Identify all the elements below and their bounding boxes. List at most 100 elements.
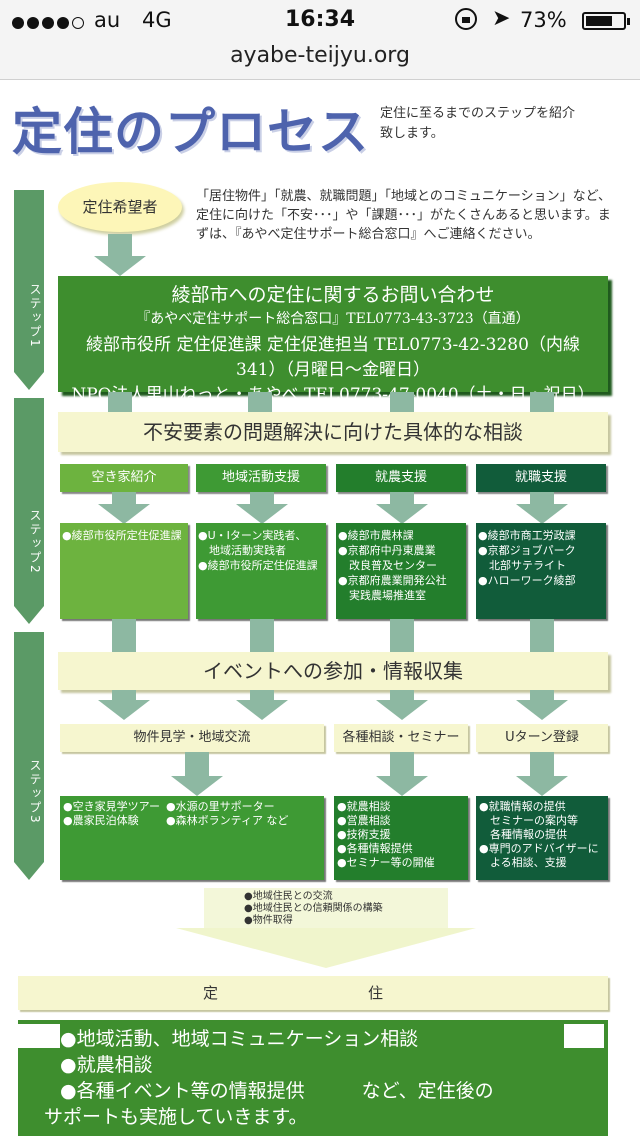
contact-box: 綾部市への定住に関するお問い合わせ 『あやべ定住サポート総合窓口』TEL0773… (58, 276, 608, 405)
event-banner: イベントへの参加・情報収集 (58, 652, 608, 690)
arrow-down (376, 492, 428, 524)
detail-line: ●農家民泊体験 (63, 814, 139, 827)
connector (390, 619, 414, 652)
connector (250, 619, 274, 652)
carrier-name: au (94, 8, 121, 32)
address-bar[interactable]: ayabe-teijyu.org (0, 40, 640, 80)
after-support-box: ●地域活動、地域コミュニケーション相談 ●就農相談 ●各種イベント等の情報提供 … (18, 1020, 608, 1136)
applicant-bubble: 定住希望者 (58, 182, 182, 232)
after-line: サポートも実施していきます。 (44, 1106, 308, 1128)
detail-line: ●ハローワーク綾部 (478, 574, 576, 587)
battery-fill (586, 16, 612, 26)
intro-text: 「居住物件」「就農、就職問題」「地域とのコミュニケーション」など、定住に向けた「… (196, 189, 611, 242)
detail-property-tour: ●空き家見学ツアー ●農家民泊体験 ●水源の里サポーター ●森林ボランティア な… (60, 796, 324, 880)
detail-line: ●セミナー等の開催 (337, 856, 435, 869)
detail-seminar: ●就農相談 ●営農相談 ●技術支援 ●各種情報提供 ●セミナー等の開催 (334, 796, 468, 880)
battery-icon (582, 12, 630, 30)
consultation-banner: 不安要素の問題解決に向けた具体的な相談 (58, 412, 608, 452)
detail-line: ●就農相談 (337, 800, 391, 813)
connector (112, 619, 136, 652)
detail-community: ●U・Iターン実践者、 地域活動実践者 ●綾部市役所定住促進課 (196, 523, 326, 619)
detail-line: 実践農場推進室 (338, 589, 426, 602)
signal-strength-icon (12, 10, 87, 34)
detail-line: ●綾部市役所定住促進課 (62, 529, 182, 542)
step-1-ribbon: ステップ1 (14, 190, 44, 390)
arrow-down (94, 234, 146, 276)
arrow-down (376, 752, 428, 796)
detail-line: セミナーの案内等 (479, 814, 578, 827)
contact-city-office: 綾部市役所 定住促進課 定住促進担当 TEL0773-42-3280（内線 (86, 335, 580, 355)
detail-line: ●営農相談 (337, 814, 391, 827)
arrow-down (376, 690, 428, 720)
status-time: 16:34 (284, 7, 356, 32)
detail-line: 改良普及センター (338, 559, 437, 572)
detail-farming: ●綾部市農林課 ●京都府中丹東農業 改良普及センター ●京都府農業開発公社 実践… (336, 523, 466, 619)
detail-line: ●U・Iターン実践者、 (198, 529, 307, 542)
category-vacant-house: 空き家紹介 (60, 464, 188, 492)
detail-line: ●京都ジョブパーク (478, 544, 576, 557)
category-community: 地域活動支援 (196, 464, 326, 492)
detail-line: 地域活動実践者 (198, 544, 286, 557)
step-3-ribbon: ステップ3 (14, 632, 44, 880)
big-arrow-down (176, 928, 476, 968)
detail-line: ●綾部市商工労政課 (478, 529, 576, 542)
detail-line: ●京都府中丹東農業 (338, 544, 436, 557)
arrow-down (236, 690, 288, 720)
contact-city-hours: 341）（月曜日～金曜日） (236, 360, 430, 380)
detail-employment: ●綾部市商工労政課 ●京都ジョブパーク 北部サテライト ●ハローワーク綾部 (476, 523, 606, 619)
arrow-down (236, 492, 288, 524)
rotation-lock-icon (455, 8, 477, 30)
detail-line: ●綾部市役所定住促進課 (198, 559, 318, 572)
detail-line: ●空き家見学ツアー (63, 800, 160, 813)
detail-line: ●各種情報提供 (337, 842, 413, 855)
contact-npo: NPO法人里山ねっと・あやべ TEL0773-47-0040（土・日・祝日） (71, 385, 595, 405)
step-3-label: ステップ3 (28, 759, 42, 825)
detail-line: 各種情報の提供 (479, 828, 567, 841)
contact-window: 『あやべ定住サポート総合窓口』TEL0773-43-3723（直通） (136, 311, 530, 327)
white-block (564, 1024, 604, 1048)
category-employment: 就職支援 (476, 464, 606, 492)
sub-event-property-tour: 物件見学・地域交流 (60, 724, 324, 752)
outcome-line: ●物件取得 (244, 915, 293, 926)
detail-line: ●京都府農業開発公社 (338, 574, 447, 587)
step-2-ribbon: ステップ2 (14, 398, 44, 624)
detail-line: ●水源の里サポーター (166, 800, 275, 813)
connector (390, 392, 414, 412)
arrow-down (98, 690, 150, 720)
connector (530, 392, 554, 412)
arrow-down (516, 752, 568, 796)
detail-line: よる相談、支援 (479, 856, 567, 869)
step-1-label: ステップ1 (28, 283, 42, 349)
detail-vacant-house: ●綾部市役所定住促進課 (60, 523, 188, 619)
connector (530, 619, 554, 652)
after-line: ●就農相談 (60, 1054, 153, 1076)
step-2-label: ステップ2 (28, 509, 42, 575)
sub-event-u-turn: Uターン登録 (476, 724, 608, 752)
location-arrow-icon: ➤ (492, 6, 511, 31)
after-line: ●地域活動、地域コミュニケーション相談 (60, 1028, 419, 1050)
title-description: 定住に至るまでのステップを紹介致します。 (380, 106, 576, 141)
outcome-note: ●地域住民との交流 ●地域住民との信頼関係の構築 ●物件取得 (204, 888, 448, 928)
detail-line: ●森林ボランティア など (166, 814, 289, 827)
status-bar: au 4G 16:34 ➤ 73% (0, 0, 640, 40)
arrow-down (171, 752, 223, 796)
network-type: 4G (142, 8, 172, 32)
battery-percent: 73% (520, 8, 567, 32)
outcome-line: ●地域住民との交流 (244, 891, 333, 902)
arrow-down (516, 690, 568, 720)
page-title: 定住のプロセス (12, 103, 369, 161)
contact-heading: 綾部市への定住に関するお問い合わせ (171, 284, 495, 306)
sub-event-seminar: 各種相談・セミナー (334, 724, 468, 752)
connector (108, 392, 132, 412)
arrow-down (516, 492, 568, 524)
detail-u-turn: ●就職情報の提供 セミナーの案内等 各種情報の提供 ●専門のアドバイザーに よる… (476, 796, 608, 880)
detail-line: ●就職情報の提供 (479, 800, 566, 813)
arrow-down (98, 492, 150, 524)
after-line: ●各種イベント等の情報提供 など、定住後の (60, 1080, 494, 1102)
settlement-banner: 定 住 (18, 976, 608, 1010)
category-farming: 就農支援 (336, 464, 466, 492)
detail-line: 北部サテライト (478, 559, 566, 572)
outcome-line: ●地域住民との信頼関係の構築 (244, 903, 383, 914)
white-block (18, 1024, 60, 1048)
detail-line: ●綾部市農林課 (338, 529, 414, 542)
